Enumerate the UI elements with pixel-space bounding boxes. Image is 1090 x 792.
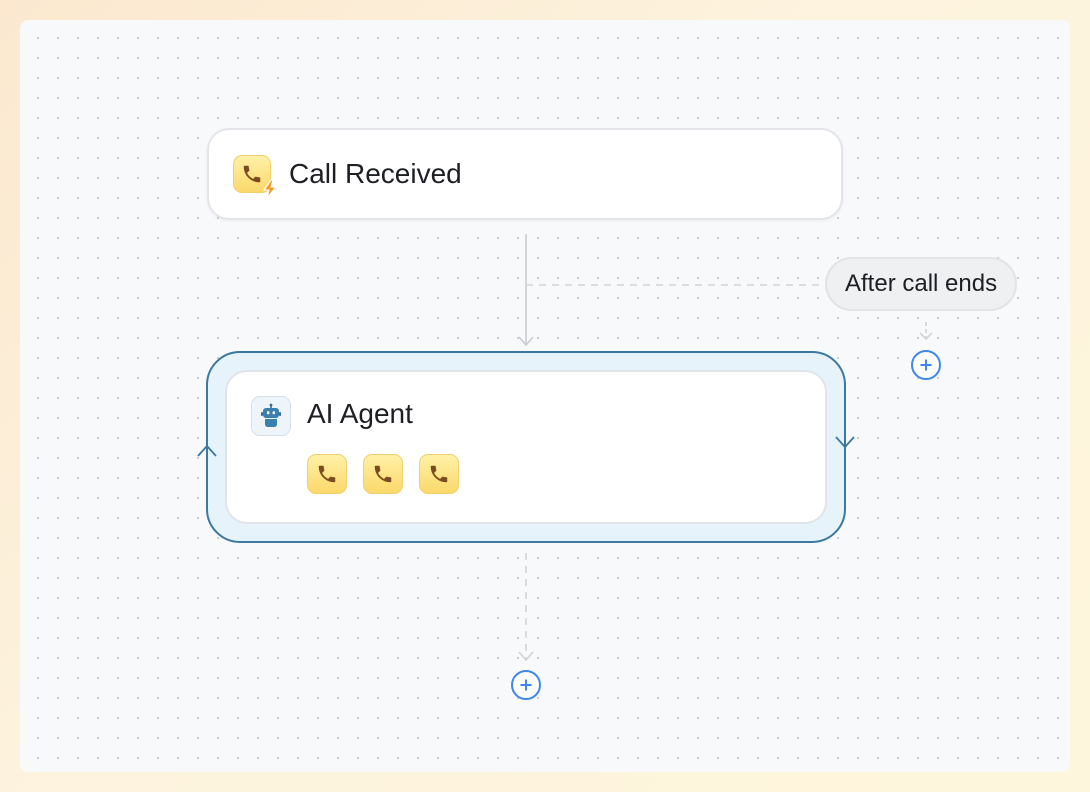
lightning-icon (263, 179, 277, 199)
trigger-node[interactable]: Call Received (207, 128, 843, 220)
tool-phone-1[interactable] (307, 454, 347, 494)
plus-icon (520, 679, 532, 691)
plus-icon (920, 359, 932, 371)
phone-icon (243, 165, 261, 183)
tool-phone-3[interactable] (419, 454, 459, 494)
after-call-branch-label[interactable]: After call ends (825, 257, 1018, 311)
trigger-node-title: Call Received (289, 158, 462, 189)
add-step-after-agent-button[interactable] (511, 670, 541, 700)
agent-node[interactable]: AI Agent (225, 370, 827, 524)
phone-lightning-icon (233, 155, 277, 199)
agent-tools-list (307, 454, 459, 494)
phone-icon (318, 465, 336, 483)
phone-icon (430, 465, 448, 483)
tool-phone-2[interactable] (363, 454, 403, 494)
phone-icon (374, 465, 392, 483)
robot-icon (251, 396, 291, 436)
agent-node-title: AI Agent (307, 398, 413, 429)
add-step-after-call-button[interactable] (911, 350, 941, 380)
